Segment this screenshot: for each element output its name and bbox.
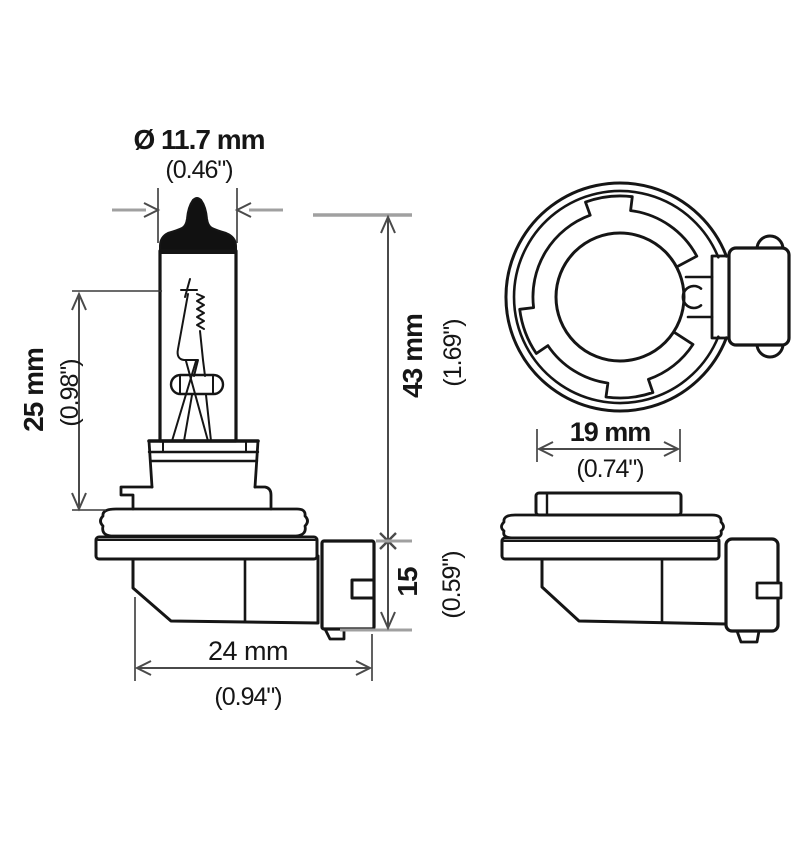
bulb-top-view bbox=[504, 181, 791, 413]
arrow-right-icon bbox=[143, 202, 161, 218]
base-flange bbox=[500, 536, 721, 561]
glass-tube bbox=[158, 249, 238, 443]
arrow-left-icon bbox=[134, 660, 152, 676]
bulb-side-view bbox=[94, 197, 376, 641]
collar-stub bbox=[534, 491, 683, 517]
dim-glass-length bbox=[71, 290, 162, 512]
arrow-right-icon bbox=[663, 441, 681, 457]
dim-diameter-inch: (0.46") bbox=[165, 156, 232, 184]
arrow-left-icon bbox=[536, 441, 554, 457]
arrow-down-icon bbox=[380, 611, 396, 631]
dim-collar-width bbox=[536, 429, 681, 462]
base-body bbox=[131, 554, 320, 625]
arrow-right-icon bbox=[355, 660, 373, 676]
bulb-tip bbox=[159, 197, 237, 254]
base-flange bbox=[94, 535, 319, 561]
dim-glass-inch: (0.98") bbox=[56, 359, 84, 426]
getter-shield bbox=[169, 373, 225, 396]
flange-disc bbox=[99, 507, 309, 538]
bulb-base-rear-view bbox=[500, 491, 783, 644]
dim-diameter bbox=[112, 188, 283, 243]
arrow-down-icon bbox=[71, 492, 87, 512]
collar-ring bbox=[518, 194, 699, 400]
dim-base-width-mm: 24 mm bbox=[208, 636, 288, 666]
dim-diameter-mm: Ø 11.7 mm bbox=[133, 124, 264, 155]
flange-disc bbox=[500, 513, 725, 540]
metal-collar bbox=[119, 439, 273, 511]
inner-bore bbox=[554, 231, 686, 363]
dim-base-height-mm: 15 bbox=[392, 567, 423, 597]
arrow-up-icon bbox=[380, 214, 396, 234]
dim-base-height bbox=[340, 539, 412, 632]
dim-base-height-inch: (0.59") bbox=[438, 551, 466, 618]
keyway bbox=[681, 275, 714, 319]
dim-base-width-inch: (0.94") bbox=[214, 683, 281, 711]
dim-overall-inch: (1.69") bbox=[439, 319, 467, 386]
dim-collar-inch: (0.74") bbox=[576, 455, 643, 483]
outer-rim bbox=[504, 181, 728, 413]
dim-collar-mm: 19 mm bbox=[570, 417, 651, 447]
base-body bbox=[540, 554, 728, 626]
connector-top-view bbox=[710, 234, 791, 359]
dim-glass-mm: 25 mm bbox=[18, 348, 49, 432]
filament bbox=[169, 278, 225, 442]
connector-side bbox=[320, 539, 376, 641]
connector-rear bbox=[724, 537, 783, 644]
arrow-left-icon bbox=[234, 202, 252, 218]
dim-overall-mm: 43 mm bbox=[397, 314, 428, 398]
dim-base-width bbox=[134, 597, 373, 681]
arrow-up-icon bbox=[71, 291, 87, 311]
